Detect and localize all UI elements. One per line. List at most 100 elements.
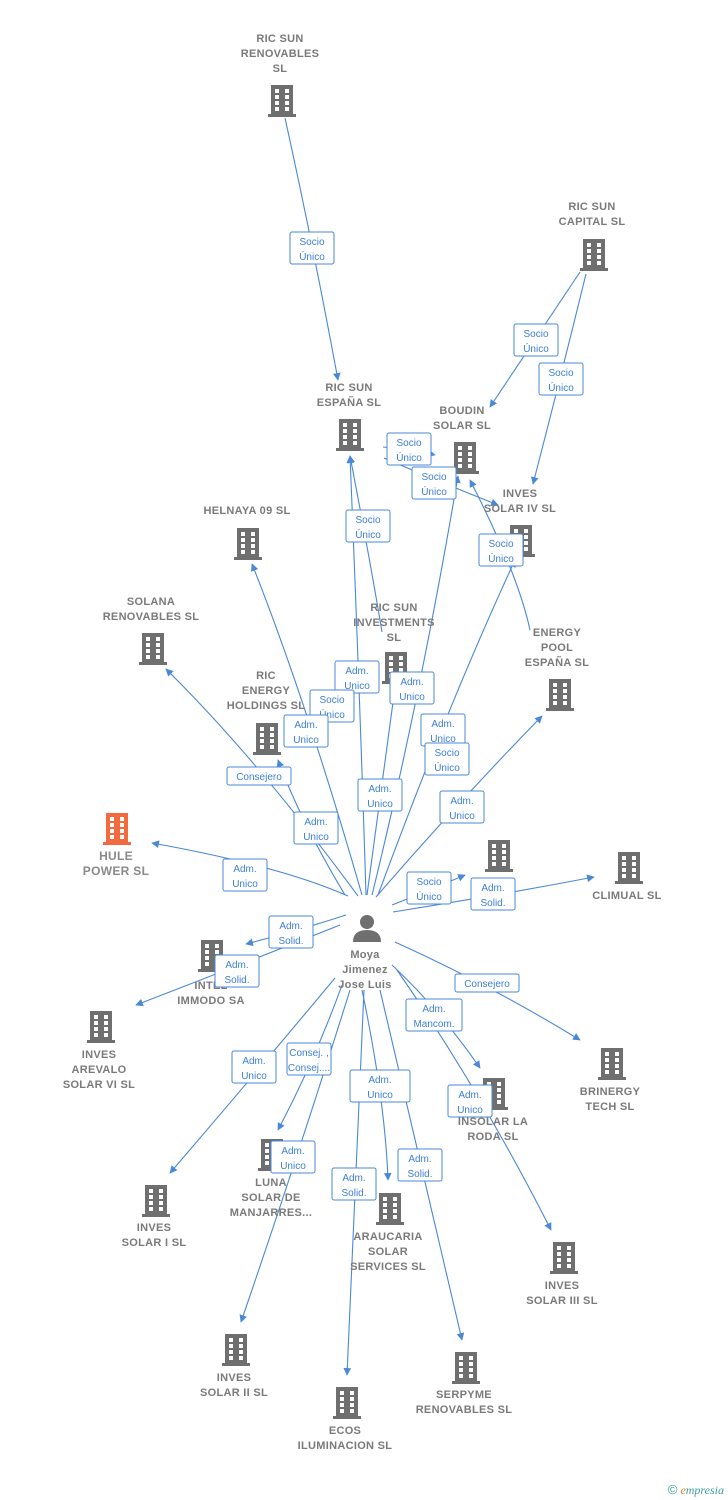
relation-label[interactable]: Adm. Unico [283,714,329,748]
relation-label-text: Adm. [400,677,423,688]
relation-label-text: Unico [293,735,319,746]
relation-label[interactable]: Adm. Unico [439,790,485,824]
relation-label[interactable]: Adm.Unico [357,778,403,812]
relation-label[interactable]: Consejero [226,766,292,786]
relation-label[interactable]: Adm.Solid. [470,877,516,911]
relation-label-text: Unico [303,832,329,843]
company-name-line: ECOS [329,1425,361,1437]
company-name-line: RIC SUN [568,201,615,213]
relation-label-text: Socio [396,438,421,449]
company-name-line: SOLAR VI SL [63,1079,135,1091]
relation-label-text: Adm. [294,720,317,731]
relation-label[interactable]: Adm. Solid. [331,1167,377,1201]
brand-name: mpresia [685,1483,724,1497]
relation-label-text: Único [396,451,422,464]
building-icon [103,813,131,845]
company-name-line: IMMODO SA [177,995,244,1007]
relation-label-text: Socio [434,748,459,759]
building-icon [234,528,262,560]
relation-label[interactable]: Adm.Unico [334,660,380,694]
company-name-line: SOLAR III SL [526,1295,597,1307]
company-name-line: SOLANA [127,596,175,608]
company-name-line: CAPITAL SL [559,216,626,228]
company-name-line: SOLAR DE [241,1192,300,1204]
relation-label-text: Adm. [450,796,473,807]
company-name-line: SL [387,632,402,644]
relation-label[interactable]: Adm.Unico [270,1140,316,1174]
company-node-climual[interactable]: CLIMUAL SL [592,852,661,902]
relation-label-text: Unico [449,811,475,822]
relation-label-text: Unico [344,681,370,692]
relation-label[interactable]: Adm.Unico [222,858,268,892]
company-name-line: RENOVABLES SL [416,1404,513,1416]
relation-label[interactable]: Adm.Unico [420,713,466,747]
relation-label-text: Consej. , [289,1048,328,1059]
relation-label[interactable]: Adm.Solid. [268,915,314,949]
relation-label-text: Consejero [236,772,282,783]
relation-label[interactable]: Adm.Unico [447,1084,493,1118]
copyright-icon: © [667,1482,678,1497]
company-name-line: SOLAR [368,1246,408,1258]
relation-label-text: Unico [430,734,456,745]
relation-label[interactable]: Adm.Unico [349,1069,411,1103]
person-icon-body [353,930,381,942]
relation-label[interactable]: Adm.Solid. [214,954,260,988]
relation-label-text: Adm. [408,1154,431,1165]
relation-label[interactable]: Adm.Unico [293,811,339,845]
relation-label[interactable]: Adm.Unico [389,671,435,705]
relation-label-text: Adm. [225,960,248,971]
company-name-line: RENOVABLES [241,48,320,60]
relation-label-text: Adm. [281,1146,304,1157]
company-name-line: RIC SUN [256,33,303,45]
company-name-line: CLIMUAL SL [592,890,661,902]
relation-label-text: Solid. [341,1188,366,1199]
building-icon [268,85,296,117]
relation-label[interactable]: Consejero [454,973,520,993]
relation-label-text: Único [416,890,442,903]
relation-label-text: Consejero [464,979,510,990]
company-name-line: SERPYME [436,1389,492,1401]
building-icon [580,239,608,271]
relation-label-text: Unico [367,799,393,810]
relation-label-text: Adm. [458,1090,481,1101]
relation-label[interactable]: Consej. ,Consej.... [286,1042,332,1076]
relation-label[interactable]: Adm.Mancom. [405,998,463,1032]
relation-label-text: Mancom. [413,1019,454,1030]
relation-label[interactable]: Adm.Solid. [397,1148,443,1182]
relation-label[interactable]: Adm.Unico [231,1050,277,1084]
company-node-ric_sun_capital[interactable]: RIC SUN CAPITAL SL [559,201,626,271]
company-node-helnaya[interactable]: HELNAYA 09 SL [203,505,290,560]
relation-label-text: Adm. [342,1173,365,1184]
company-node-serpyme[interactable]: SERPYME RENOVABLES SL [416,1352,513,1416]
relation-label-text: Socio [319,695,344,706]
